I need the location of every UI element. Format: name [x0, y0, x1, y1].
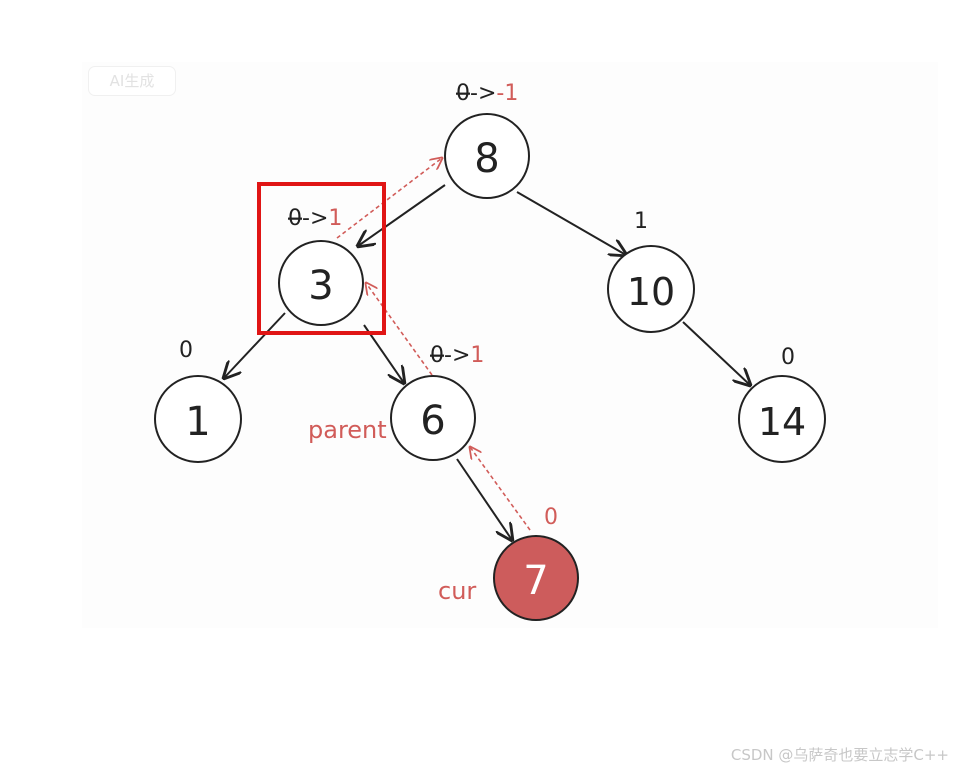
node-value: 6: [420, 398, 445, 444]
cur-label: cur: [438, 577, 476, 605]
highlight-box: [257, 182, 386, 335]
bf-old: 0: [288, 206, 302, 231]
tree-node-3: 3: [278, 240, 364, 326]
edge-8-3: [358, 184, 446, 246]
node-value: 14: [758, 400, 806, 444]
bf-old: 0: [456, 81, 470, 106]
node-value: 7: [523, 558, 548, 604]
balance-factor-10: 1: [634, 209, 648, 234]
tree-node-6: 6: [390, 375, 476, 461]
bf-new: -1: [496, 81, 518, 106]
edge-8-10: [516, 191, 626, 255]
edge-3-1: [224, 312, 286, 378]
bf-new: 1: [328, 206, 342, 231]
tree-node-7-cur: 7: [493, 535, 579, 621]
update-arrow-6-to-3: [366, 283, 433, 376]
node-value: 3: [308, 263, 333, 309]
node-value: 10: [627, 270, 675, 314]
balance-factor-3: 0->1: [288, 206, 342, 231]
parent-label: parent: [308, 416, 387, 444]
bf-arrow: ->: [444, 343, 470, 368]
bf-arrow: ->: [470, 81, 496, 106]
edge-6-7: [456, 458, 512, 540]
update-arrow-7-to-6: [470, 447, 531, 531]
tree-node-14: 14: [738, 375, 826, 463]
tree-node-1: 1: [154, 375, 242, 463]
node-value: 8: [474, 136, 499, 182]
tree-node-8: 8: [444, 113, 530, 199]
balance-factor-1: 0: [179, 338, 193, 363]
bf-new: 1: [470, 343, 484, 368]
edge-10-14: [682, 321, 750, 385]
balance-factor-14: 0: [781, 345, 795, 370]
tree-node-10: 10: [607, 245, 695, 333]
update-arrow-3-to-8: [336, 158, 442, 239]
bf-old: 0: [430, 343, 444, 368]
bf-arrow: ->: [302, 206, 328, 231]
balance-factor-7: 0: [544, 505, 558, 530]
node-value: 1: [185, 399, 210, 445]
balance-factor-8: 0->-1: [456, 81, 518, 106]
watermark: CSDN @乌萨奇也要立志学C++: [730, 746, 949, 764]
ai-generated-badge: AI生成: [88, 66, 176, 96]
balance-factor-6: 0->1: [430, 343, 484, 368]
